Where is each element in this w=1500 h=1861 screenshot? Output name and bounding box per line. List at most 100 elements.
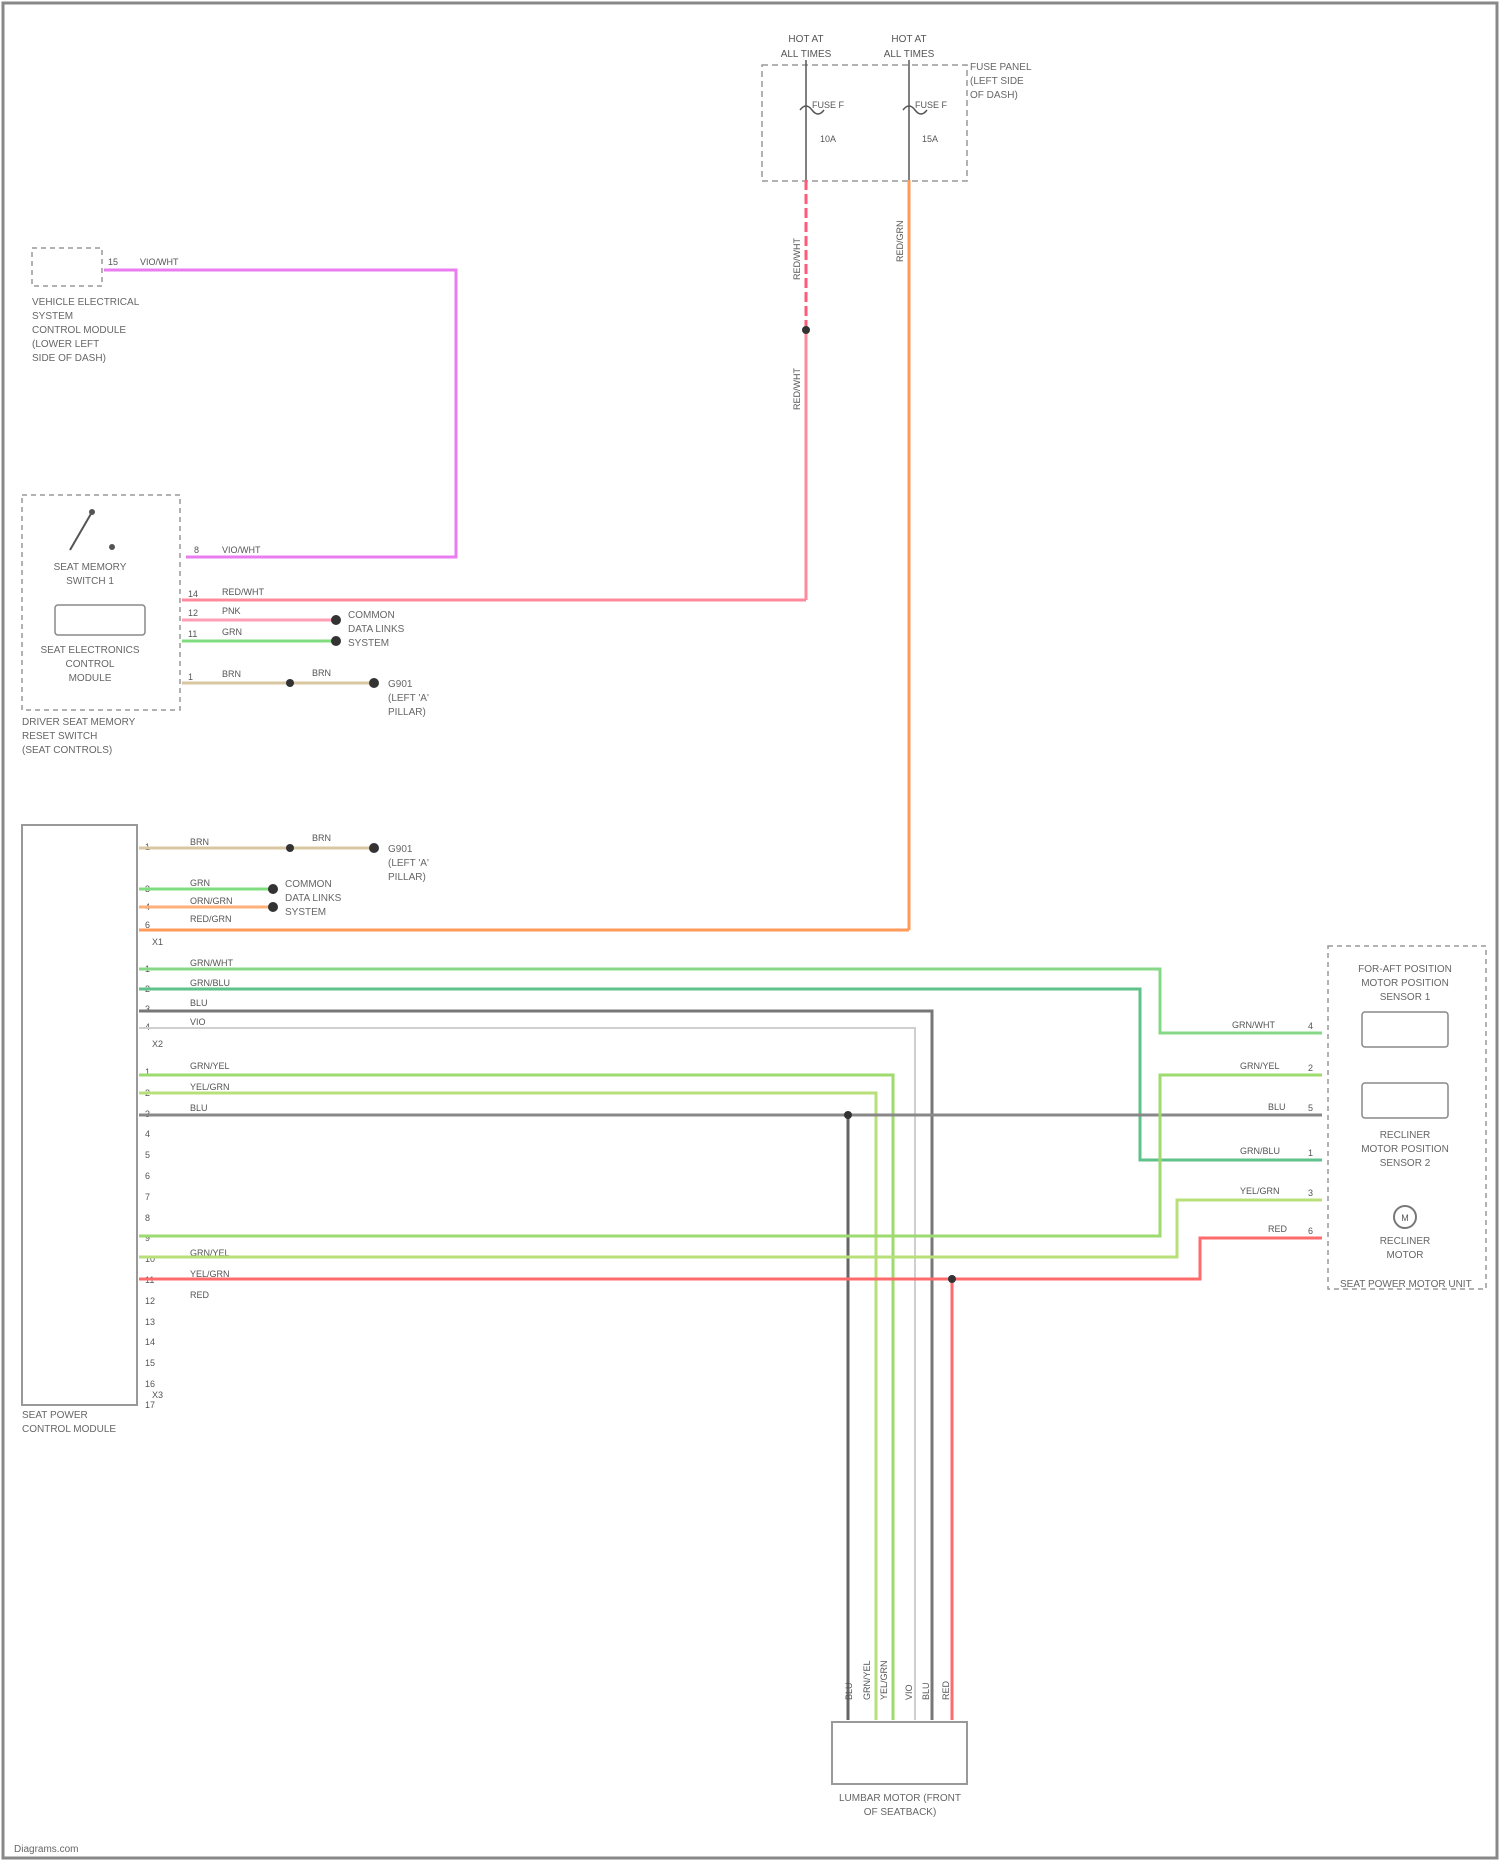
sensor2-label-3: SENSOR 2 — [1380, 1158, 1431, 1169]
mu-pin-5: 3 — [1308, 1188, 1313, 1198]
cm-plug-c: X3 — [152, 1390, 163, 1400]
lumbar-caption-2: OF SEATBACK) — [864, 1807, 937, 1818]
sensor2-label-2: MOTOR POSITION — [1361, 1144, 1449, 1155]
cm-upper-wire-2: GRN — [190, 878, 210, 888]
seat-switch-ground-1: G901 — [388, 679, 413, 690]
vehicle-module-wire-label: VIO/WHT — [140, 257, 179, 267]
lumbar-wire-2: GRN/YEL — [862, 1660, 872, 1700]
vehicle-module-box — [32, 248, 102, 286]
cm-b2-wire: RED — [190, 1290, 210, 1300]
wire-yel-grn-lumbar — [139, 1093, 876, 1720]
lumbar-wire-4: VIO — [904, 1684, 914, 1700]
fuse-left-name: FUSE F — [812, 100, 845, 110]
seat-switch-pin-3: 12 — [188, 608, 198, 618]
cm-ground-3: PILLAR) — [388, 872, 426, 883]
mu-wire-1: GRN/WHT — [1232, 1020, 1275, 1030]
sensor1-label-2: MOTOR POSITION — [1361, 978, 1449, 989]
cm-b2-pin: 16 — [145, 1379, 155, 1389]
fuse-left-subtitle: ALL TIMES — [781, 49, 832, 60]
mu-pin-3: 5 — [1308, 1103, 1313, 1113]
cm-b1-wire-1: GRN/WHT — [190, 958, 233, 968]
cm-b2-pin: 6 — [145, 1171, 150, 1181]
mu-pin-6: 6 — [1308, 1226, 1313, 1236]
sensor2-icon — [1362, 1083, 1448, 1118]
seat-switch-pin-5: 1 — [188, 672, 193, 682]
seat-switch-can-1: COMMON — [348, 610, 395, 621]
seat-module-label-2: CONTROL — [66, 659, 115, 670]
fuse-panel-box — [762, 65, 967, 181]
mu-pin-2: 2 — [1308, 1063, 1313, 1073]
switch-contact-icon — [89, 509, 95, 515]
wire-vio-wht — [104, 270, 456, 557]
splice-red — [948, 1275, 956, 1283]
seat-switch-ground-2: (LEFT 'A' — [388, 693, 429, 704]
sensor1-label-1: FOR-AFT POSITION — [1358, 964, 1452, 975]
sensor2-label-1: RECLINER — [1380, 1130, 1431, 1141]
ground-g901-upper — [369, 678, 379, 688]
wire-blu-lumbar — [139, 1011, 932, 1720]
motor-unit-caption: SEAT POWER MOTOR UNIT — [1340, 1279, 1472, 1290]
vehicle-module-label-4: (LOWER LEFT — [32, 339, 99, 350]
splice-fuse-left — [802, 326, 810, 334]
cm-b1-wire-2: GRN/BLU — [190, 978, 230, 988]
wire-fuse-left-upper-label: RED/WHT — [792, 238, 802, 280]
cm-ground-2: (LEFT 'A' — [388, 858, 429, 869]
seat-switch-caption-2: RESET SWITCH — [22, 731, 97, 742]
cm-upper-ground-wire: BRN — [312, 833, 331, 843]
seat-switch-ground-wire: BRN — [312, 668, 331, 678]
mu-wire-2: GRN/YEL — [1240, 1061, 1280, 1071]
lumbar-wire-5: BLU — [921, 1682, 931, 1700]
sensor1-icon — [1362, 1012, 1448, 1047]
vehicle-module-pin: 15 — [108, 257, 118, 267]
fuse-right-rating: 15A — [922, 134, 938, 144]
cm-b2-pin: 7 — [145, 1192, 150, 1202]
seat-switch-caption-1: DRIVER SEAT MEMORY — [22, 717, 136, 728]
splice-brn-cm — [286, 844, 294, 852]
wire-grn-wht — [139, 969, 1322, 1033]
cm-b2-pin: 14 — [145, 1337, 155, 1347]
seat-switch-wire-2: RED/WHT — [222, 587, 264, 597]
seat-switch-caption-3: (SEAT CONTROLS) — [22, 745, 112, 756]
lumbar-motor: LUMBAR MOTOR (FRONT OF SEATBACK) BLU GRN… — [832, 1660, 967, 1818]
mu-pin-1: 4 — [1308, 1021, 1313, 1031]
cm-can-1: COMMON — [285, 879, 332, 890]
fuse-left-title: HOT AT — [788, 34, 823, 45]
sensor1-label-3: SENSOR 1 — [1380, 992, 1431, 1003]
wire-vio — [139, 1028, 915, 1720]
seat-switch-label-1: SEAT MEMORY — [54, 562, 127, 573]
fuse-panel: HOT AT ALL TIMES HOT AT ALL TIMES FUSE F… — [762, 34, 1032, 181]
cm-b2-pin: 13 — [145, 1317, 155, 1327]
wire-yel-grn-motor — [139, 1200, 1322, 1257]
cm-plug-b: X2 — [152, 1039, 163, 1049]
cm-upper-wire-3: ORN/GRN — [190, 896, 233, 906]
motor-label-2: MOTOR — [1386, 1250, 1423, 1261]
seat-memory-switch: SEAT MEMORY SWITCH 1 SEAT ELECTRONICS CO… — [22, 495, 264, 756]
motor-icon-glyph: M — [1401, 1213, 1409, 1223]
lumbar-wire-1: BLU — [844, 1682, 854, 1700]
cm-b2-pin: 15 — [145, 1358, 155, 1368]
seat-switch-wire-5: BRN — [222, 669, 241, 679]
seat-switch-pin-4: 11 — [188, 629, 197, 639]
seat-switch-pin-2: 14 — [188, 589, 198, 599]
seat-module-label-3: MODULE — [69, 673, 112, 684]
seat-switch-ground-3: PILLAR) — [388, 707, 426, 718]
switch-icon — [70, 512, 92, 550]
lumbar-motor-box — [832, 1722, 967, 1784]
wire-grn-yel-lumbar — [139, 1075, 893, 1720]
control-module-caption-1: SEAT POWER — [22, 1410, 88, 1421]
cm-b1-wire-4: VIO — [190, 1017, 206, 1027]
cm-ground-1: G901 — [388, 844, 413, 855]
cm-upper-wire-4: RED/GRN — [190, 914, 232, 924]
cm-plug-a: X1 — [152, 937, 163, 947]
seat-switch-can-3: SYSTEM — [348, 638, 389, 649]
vehicle-module-label-2: SYSTEM — [32, 311, 73, 322]
lumbar-caption-1: LUMBAR MOTOR (FRONT — [839, 1793, 961, 1804]
cm-b2-pin: 12 — [145, 1296, 155, 1306]
control-module-caption-2: CONTROL MODULE — [22, 1424, 116, 1435]
fuse-right-title: HOT AT — [891, 34, 926, 45]
vehicle-electrical-module: 15 VIO/WHT VEHICLE ELECTRICAL SYSTEM CON… — [32, 248, 179, 364]
cm-b2-pin: 8 — [145, 1213, 150, 1223]
seat-switch-wire-1: VIO/WHT — [222, 545, 261, 555]
wire-fuse-right-label: RED/GRN — [895, 220, 905, 262]
seat-switch-wire-4: GRN — [222, 627, 242, 637]
